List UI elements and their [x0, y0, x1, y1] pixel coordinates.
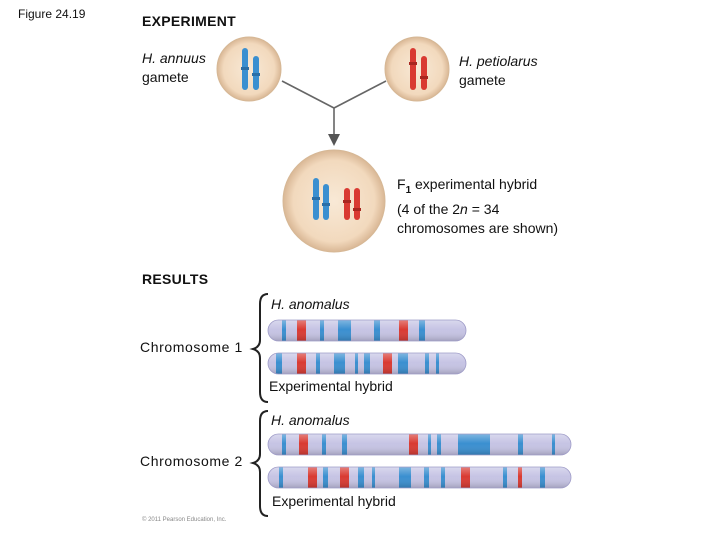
annuus-chromosomes	[241, 48, 260, 90]
hybrid-label-line3: chromosomes are shown)	[397, 219, 559, 236]
petiolarus-chromosomes	[409, 48, 428, 90]
annuus-species: H. annuus	[142, 50, 206, 66]
chromosome-2-label: Chromosome 2	[140, 453, 243, 469]
petiolarus-gamete-label: H. petiolarus gamete	[459, 52, 538, 90]
hybrid-f-subscript: 1	[405, 184, 412, 196]
annuus-gamete-label: H. annuus gamete	[142, 49, 206, 87]
copyright: © 2011 Pearson Education, Inc.	[142, 517, 227, 523]
chr2-anomalus-bar	[267, 433, 572, 456]
results-heading: RESULTS	[142, 271, 209, 287]
annuus-gamete-word: gamete	[142, 69, 189, 85]
hybrid-line2-b: = 34	[467, 200, 500, 217]
chr2-hybrid-bar	[267, 466, 572, 489]
chr2-hybrid-label: Experimental hybrid	[272, 493, 396, 509]
hybrid-f: F	[397, 176, 406, 192]
chr2-anomalus-label: H. anomalus	[271, 412, 350, 428]
hybrid-cell	[282, 149, 386, 253]
hybrid-line2-n: n	[460, 200, 468, 217]
cross-arrow	[281, 80, 387, 135]
arrow-head-icon	[328, 134, 340, 146]
petiolarus-gamete-word: gamete	[459, 72, 506, 88]
experiment-heading: EXPERIMENT	[142, 13, 237, 29]
chromosome-1-bracket	[249, 293, 269, 403]
figure-label: Figure 24.19	[18, 7, 86, 21]
chr1-anomalus-bar	[267, 319, 467, 342]
result-chromosome-bars	[267, 319, 572, 489]
hybrid-label: F1 experimental hybrid (4 of the 2n = 34…	[397, 175, 558, 238]
chromosome-1-label: Chromosome 1	[140, 339, 243, 355]
chr1-anomalus-label: H. anomalus	[271, 296, 350, 312]
petiolarus-gamete-cell	[384, 36, 450, 102]
hybrid-line1-rest: experimental hybrid	[411, 176, 538, 192]
hybrid-line2-a: (4 of the 2	[397, 200, 461, 217]
chr1-hybrid-bar	[267, 352, 467, 375]
hybrid-label-line1: F1 experimental hybrid	[397, 175, 558, 200]
hybrid-label-line2: (4 of the 2n = 34	[397, 200, 558, 219]
chr1-hybrid-label: Experimental hybrid	[269, 378, 393, 394]
chromosome-2-bracket	[249, 410, 269, 517]
petiolarus-species: H. petiolarus	[459, 53, 538, 69]
hybrid-chromosomes	[312, 178, 361, 220]
